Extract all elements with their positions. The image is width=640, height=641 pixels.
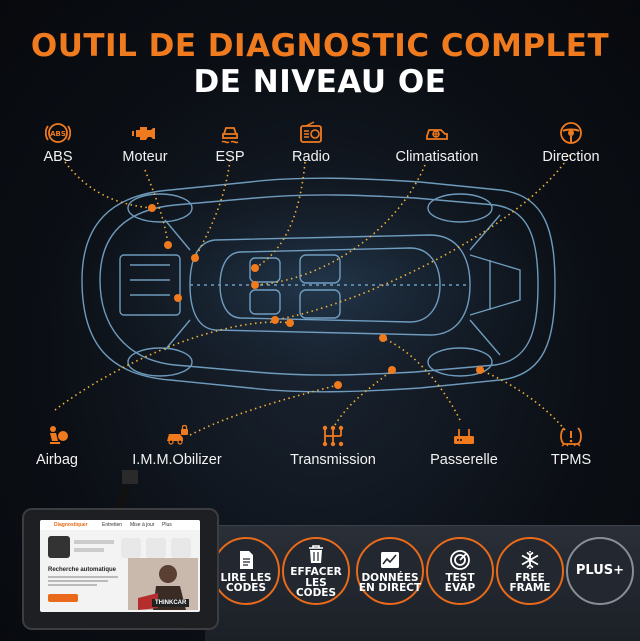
system-engine: Moteur bbox=[117, 120, 173, 165]
system-label: ABS bbox=[43, 149, 73, 165]
system-tpms: TPMS bbox=[549, 423, 593, 468]
engine-icon bbox=[132, 120, 158, 146]
feature-evap-test: TEST EVAP bbox=[426, 537, 494, 605]
tablet-nav-more: Plus bbox=[162, 522, 172, 528]
headline-line-1: OUTIL DE DIAGNOSTIC COMPLET bbox=[30, 28, 610, 64]
tablet-nav-service: Entretien bbox=[102, 522, 123, 528]
feature-label-line2: LES CODES bbox=[295, 576, 337, 600]
system-label: Airbag bbox=[36, 452, 78, 468]
system-label: Direction bbox=[542, 149, 600, 165]
system-label: TPMS bbox=[550, 452, 592, 468]
tablet-subtext bbox=[48, 576, 118, 586]
feature-clear-codes: EFFACER LES CODES bbox=[282, 537, 350, 605]
system-gateway: Passerelle bbox=[428, 423, 500, 468]
tablet-screen: Diagnostiquer Entretien Mise à jour Plus… bbox=[40, 520, 200, 612]
system-label: I.M.M.Obilizer bbox=[132, 452, 222, 468]
tablet-nav-diagnose: Diagnostiquer bbox=[54, 522, 88, 528]
gearbox-icon bbox=[320, 423, 346, 449]
feature-plus: PLUS+ bbox=[566, 537, 634, 605]
abs-icon: ABS bbox=[44, 120, 72, 146]
feature-live-data: DONNÉES EN DIRECT bbox=[356, 537, 424, 605]
gateway-icon bbox=[451, 423, 477, 449]
feature-label-line1: TEST bbox=[445, 571, 475, 584]
headline-line-2: DE NIVEAU OE bbox=[193, 64, 447, 100]
feature-label-line1: EFFACER bbox=[290, 566, 342, 579]
svg-text:ABS: ABS bbox=[50, 130, 66, 138]
feature-label-line2: EVAP bbox=[444, 582, 476, 594]
tpms-icon bbox=[558, 423, 584, 449]
feature-label-line1: DONNÉES bbox=[361, 571, 419, 584]
system-radio: Radio bbox=[290, 120, 332, 165]
system-airbag: Airbag bbox=[32, 423, 82, 468]
system-label: Radio bbox=[292, 149, 330, 165]
tablet-nav-update: Mise à jour bbox=[130, 522, 155, 528]
radio-icon bbox=[298, 120, 324, 146]
system-label: Climatisation bbox=[395, 149, 479, 165]
feature-label-line1: LIRE LES bbox=[220, 571, 272, 584]
system-immobilizer: I.M.M.Obilizer bbox=[124, 423, 230, 468]
tablet-heading: Recherche automatique bbox=[48, 567, 117, 573]
chart-icon bbox=[381, 551, 399, 568]
feature-label-line2: EN DIRECT bbox=[358, 582, 422, 594]
feature-label-line2: FRAME bbox=[509, 582, 551, 594]
feature-label-line1: PLUS+ bbox=[575, 562, 625, 578]
immobilizer-icon bbox=[164, 423, 190, 449]
climate-icon bbox=[424, 120, 450, 146]
feature-label-line1: FREE bbox=[515, 571, 545, 584]
feature-freeze-frame: FREE FRAME bbox=[496, 537, 564, 605]
system-label: Transmission bbox=[290, 452, 376, 468]
feature-read-codes: LIRE LES CODES bbox=[212, 537, 280, 605]
system-label: Moteur bbox=[122, 149, 168, 165]
airbag-icon bbox=[44, 423, 70, 449]
system-label: ESP bbox=[215, 149, 245, 165]
document-icon bbox=[240, 550, 253, 569]
tablet-brand-logo: THINKCAR bbox=[152, 599, 190, 607]
tablet-start-button bbox=[48, 594, 78, 602]
system-label: Passerelle bbox=[430, 452, 498, 468]
system-abs: ABS ABS bbox=[40, 120, 76, 165]
esp-icon bbox=[217, 120, 243, 146]
tablet-nav-bar: Diagnostiquer Entretien Mise à jour Plus bbox=[40, 520, 200, 530]
system-climate: Climatisation bbox=[390, 120, 484, 165]
system-transmission: Transmission bbox=[287, 423, 379, 468]
system-steering: Direction bbox=[538, 120, 604, 165]
feature-label-line2: CODES bbox=[225, 582, 267, 594]
diagnostic-tablet: Diagnostiquer Entretien Mise à jour Plus… bbox=[22, 508, 219, 630]
steering-icon bbox=[558, 120, 584, 146]
system-esp: ESP bbox=[214, 120, 246, 165]
trash-icon bbox=[309, 545, 323, 564]
snowflake-icon bbox=[521, 550, 539, 569]
tablet-screen-graphics bbox=[48, 536, 191, 558]
gauge-icon bbox=[450, 549, 470, 570]
